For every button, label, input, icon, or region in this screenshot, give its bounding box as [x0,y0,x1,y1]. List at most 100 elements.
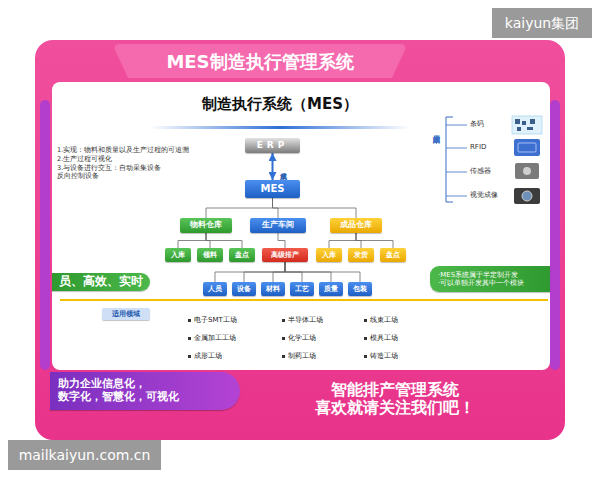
barcode-image [522,121,526,125]
function-box: 发货 [348,248,374,262]
sub-heading: 制造执行系统（MES） [150,95,410,113]
domain-item: 成形工场 [194,352,274,360]
node-text: 领料 [203,251,217,259]
watermark: kaiyun集团 [492,8,592,38]
node-text: 员、高效、实时 [59,275,143,289]
list-bullet [188,355,191,358]
sensor-image [515,163,539,179]
resource-box: 人员 [203,282,227,296]
node-text: 适用领域 [112,310,140,318]
sensor-image [523,167,531,175]
node-text: 人员 [208,285,222,293]
domain-item: 铸造工场 [370,352,440,360]
node-text: 智能排产管理系统 喜欢就请关注我们吧！ [308,381,483,418]
barcode-image [530,119,535,124]
node-text: 高级排产 [271,251,299,259]
tech-name: RFID [470,143,510,151]
note-text: 1.实现：物料和质量以及生产过程的可追溯 [57,147,227,155]
connector-line [285,262,331,282]
node-text: ·可以单独开发其中一个模块 [438,279,524,287]
function-box: 盘点 [229,248,255,262]
resource-box: 质量 [319,282,343,296]
camera-image [514,188,540,204]
list-bullet [282,319,285,322]
domain-item: 模具工场 [370,334,440,342]
tech-tick [446,196,467,197]
node-text: 物料仓库 [190,221,222,230]
node-text: 材料 [266,285,280,293]
note-text: 3.与设备进行交互：自动采集设备 反向控制设备 [57,165,167,181]
list-bullet [364,319,367,322]
resource-box: 材料 [261,282,285,296]
node-text: MES [261,183,285,195]
system-box: MES [245,180,300,198]
outer-frame [35,40,565,440]
camera-image [522,191,532,201]
heading-rule [150,126,410,129]
node-text: 包装 [353,285,367,293]
node-text: 盘点 [235,251,249,259]
domain-item: 制药工场 [288,352,358,360]
rfid-image [514,139,540,156]
node-text: 工艺 [295,285,309,293]
tech-tick [446,148,467,149]
connector-line [206,233,210,248]
barcode-image [517,127,521,131]
tech-bracket [446,117,453,202]
connector-line [272,153,274,180]
module-box: 物料仓库 [180,218,232,233]
domain-item: 化学工场 [288,334,358,342]
connector-line [178,233,206,248]
slogan-band: 员、高效、实时 [52,273,150,291]
slogan-text-box: 智能排产管理系统 喜欢就请关注我们吧！ [245,374,545,424]
tech-tick [446,172,467,173]
list-bullet [282,355,285,358]
resource-box: 包装 [348,282,372,296]
node-text: 发货 [354,251,368,259]
function-box: 盘点 [380,248,406,262]
connector-line [215,262,285,282]
barcode-image [515,119,520,124]
domain-item: 电子SMT工场 [194,316,274,324]
slogan-band: 助力企业信息化， 数字化，智慧化，可视化 [50,372,240,410]
connector-line [244,262,285,282]
connector-line [285,262,302,282]
barcode-image [512,116,542,134]
module-box: 成品仓库 [330,218,382,233]
list-bullet [282,337,285,340]
node-text: 盘点 [386,251,400,259]
module-box: 生产车间 [250,218,306,233]
node-text: ·MES系统属于半定制开发 [438,271,518,279]
connector-line [273,262,285,282]
list-bullet [188,319,191,322]
domain-item: 线束工场 [370,316,440,324]
side-accent [40,100,50,370]
divider-line [60,299,548,301]
tech-tick [446,125,467,126]
barcode-image [527,127,533,130]
rfid-image [518,143,536,152]
connector-line [273,198,279,218]
connector-line [273,198,357,218]
list-bullet [188,337,191,340]
node-text: 入库 [322,251,336,259]
function-box: 入库 [165,248,191,262]
domain-item: 金属加工工场 [194,334,274,342]
watermark: mailkaiyun.com.cn [8,440,161,470]
resource-box: 设备 [232,282,256,296]
function-box: 入库 [316,248,342,262]
side-accent [550,100,560,370]
node-text: 成品仓库 [340,221,372,230]
resource-box: 工艺 [290,282,314,296]
section-tab: 适用领域 [102,308,150,320]
tech-name: 视觉成像 [470,191,510,199]
node-text: 生产车间 [262,221,294,230]
connector-line [206,198,273,218]
note-text: 2.生产过程可视化 [57,156,227,164]
connector-line [356,233,361,248]
connector-line [329,233,356,248]
list-bullet [364,337,367,340]
function-box: 领料 [197,248,223,262]
connector-line [278,233,285,248]
